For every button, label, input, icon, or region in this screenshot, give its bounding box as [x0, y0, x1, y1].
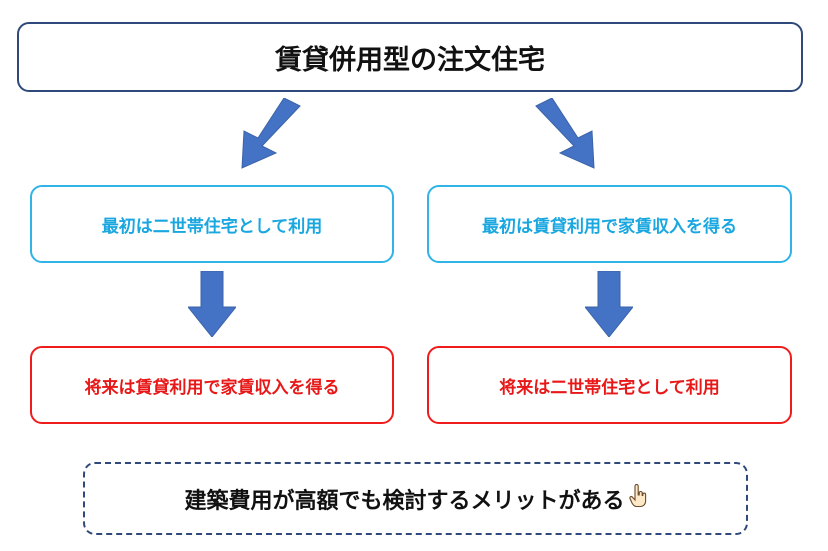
right-first-box: 最初は賃貸利用で家賃収入を得る [427, 185, 792, 263]
diagram-title: 賃貸併用型の注文住宅 [275, 44, 545, 76]
left-first-box: 最初は二世帯住宅として利用 [30, 185, 394, 263]
down-arrow-right-icon [585, 271, 633, 337]
diagonal-arrow-right-icon [535, 98, 595, 169]
right-future-label: 将来は二世帯住宅として利用 [499, 377, 720, 398]
right-first-label: 最初は賃貸利用で家賃収入を得る [482, 216, 737, 237]
right-future-box: 将来は二世帯住宅として利用 [427, 346, 792, 424]
left-future-label: 将来は賃貸利用で家賃収入を得る [84, 377, 340, 398]
pointing-hand-icon [628, 483, 647, 514]
title-box: 賃貸併用型の注文住宅 [17, 22, 803, 92]
summary-box: 建築費用が高額でも検討するメリットがある [83, 462, 748, 535]
left-future-box: 将来は賃貸利用で家賃収入を得る [30, 346, 394, 424]
diagonal-arrow-left-icon [241, 98, 301, 169]
summary-text: 建築費用が高額でも検討するメリットがある [184, 488, 625, 514]
down-arrow-left-icon [188, 271, 236, 337]
left-first-label: 最初は二世帯住宅として利用 [101, 216, 323, 237]
